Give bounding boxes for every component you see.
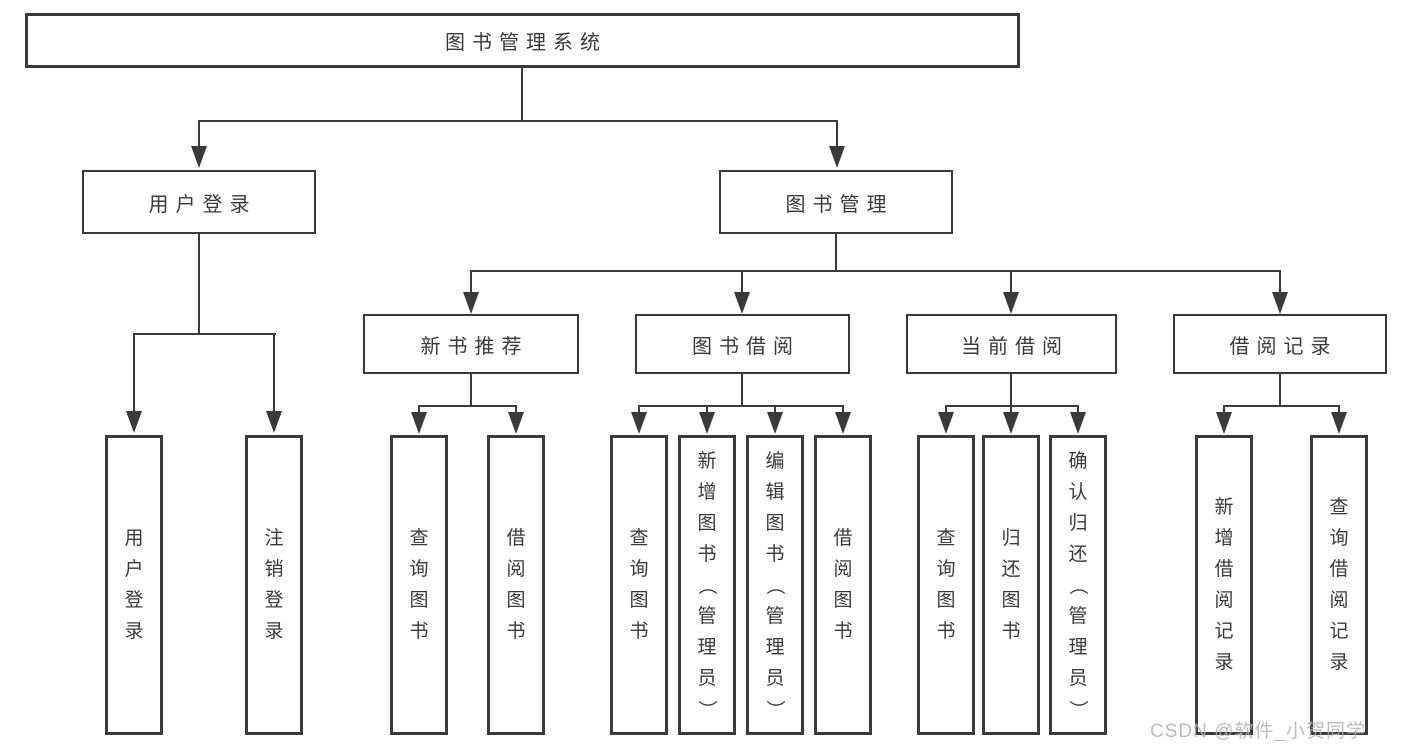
leaf-recommend-query-books-label: 查询图书 [409,528,429,642]
node-book-management: 图书管理 [719,170,953,234]
connector [638,405,844,407]
leaf-records-add-record-label: 新增借阅记录 [1214,497,1234,673]
arrowhead [1003,412,1019,434]
leaf-logout: 注销登录 [245,435,303,735]
connector [1010,374,1012,407]
connector [198,234,200,335]
connector [836,120,838,148]
watermark: CSDN @软件_小贺同学 [1150,721,1366,742]
connector [706,405,708,414]
arrowhead [835,412,851,434]
leaf-borrowing-edit-books-admin: 编辑图书（管理员） [746,435,804,735]
leaf-borrowing-borrow-books: 借阅图书 [814,435,872,735]
connector [1010,270,1012,294]
node-borrowing-records-label: 借阅记录 [1229,335,1338,358]
connector [741,270,743,294]
leaf-borrowing-add-books-admin-label: 新增图书（管理员） [696,450,718,719]
arrowhead [1003,292,1019,314]
node-new-book-recommend: 新书推荐 [363,314,579,374]
connector [1223,405,1225,414]
connector [741,374,743,407]
arrowhead [734,292,750,314]
leaf-current-confirm-return-admin: 确认归还（管理员） [1049,435,1107,735]
leaf-logout-label: 注销登录 [264,528,284,642]
connector [418,405,517,407]
connector [1279,270,1281,294]
node-user-login: 用户登录 [82,170,316,234]
leaf-records-query-record: 查询借阅记录 [1310,435,1368,735]
arrowhead [1272,292,1288,314]
arrowhead [1331,412,1347,434]
leaf-recommend-borrow-books: 借阅图书 [487,435,545,735]
leaf-records-query-record-label: 查询借阅记录 [1329,497,1349,673]
leaf-borrowing-query-books: 查询图书 [610,435,668,735]
node-root: 图书管理系统 [25,13,1020,68]
leaf-user-login: 用户登录 [105,435,163,735]
arrowhead [508,412,524,434]
arrowhead [266,411,282,433]
connector [1338,405,1340,414]
leaf-borrowing-edit-books-admin-label: 编辑图书（管理员） [764,450,786,719]
connector [1279,374,1281,407]
node-book-borrowing: 图书借阅 [635,314,850,374]
arrowhead [411,412,427,434]
node-current-borrowing: 当前借阅 [906,314,1117,374]
connector [1010,405,1012,414]
arrowhead [191,146,207,168]
connector [273,333,275,413]
connector [835,234,837,272]
arrowhead [463,292,479,314]
leaf-recommend-borrow-books-label: 借阅图书 [506,528,526,642]
node-book-management-label: 图书管理 [785,193,894,216]
connector [1223,405,1340,407]
connector [842,405,844,414]
connector [638,405,640,414]
connector [133,333,135,413]
leaf-user-login-label: 用户登录 [124,528,144,642]
arrowhead [126,411,142,433]
connector [774,405,776,414]
arrowhead [938,412,954,434]
leaf-records-add-record: 新增借阅记录 [1195,435,1253,735]
leaf-current-query-books: 查询图书 [917,435,975,735]
connector [198,120,838,122]
node-borrowing-records: 借阅记录 [1173,314,1387,374]
connector [515,405,517,414]
connector [418,405,420,414]
connector [133,333,276,335]
node-new-book-recommend-label: 新书推荐 [420,335,529,358]
leaf-current-return-books: 归还图书 [982,435,1040,735]
arrowhead [1070,412,1086,434]
connector [470,270,1281,272]
connector [945,405,947,414]
leaf-recommend-query-books: 查询图书 [390,435,448,735]
connector [1077,405,1079,414]
arrowhead [767,412,783,434]
arrowhead [699,412,715,434]
leaf-current-query-books-label: 查询图书 [936,528,956,642]
node-root-label: 图书管理系统 [445,32,607,54]
connector [945,405,1079,407]
connector [470,374,472,407]
arrowhead [1216,412,1232,434]
leaf-current-confirm-return-admin-label: 确认归还（管理员） [1067,450,1089,719]
leaf-borrowing-add-books-admin: 新增图书（管理员） [678,435,736,735]
node-current-borrowing-label: 当前借阅 [961,335,1069,358]
connector [521,68,523,122]
leaf-borrowing-borrow-books-label: 借阅图书 [833,528,853,642]
leaf-borrowing-query-books-label: 查询图书 [629,528,649,642]
node-book-borrowing-label: 图书借阅 [692,335,800,358]
connector [198,120,200,148]
connector [470,270,472,294]
arrowhead [631,412,647,434]
node-user-login-label: 用户登录 [148,193,257,216]
arrowhead [829,146,845,168]
leaf-current-return-books-label: 归还图书 [1001,528,1021,642]
